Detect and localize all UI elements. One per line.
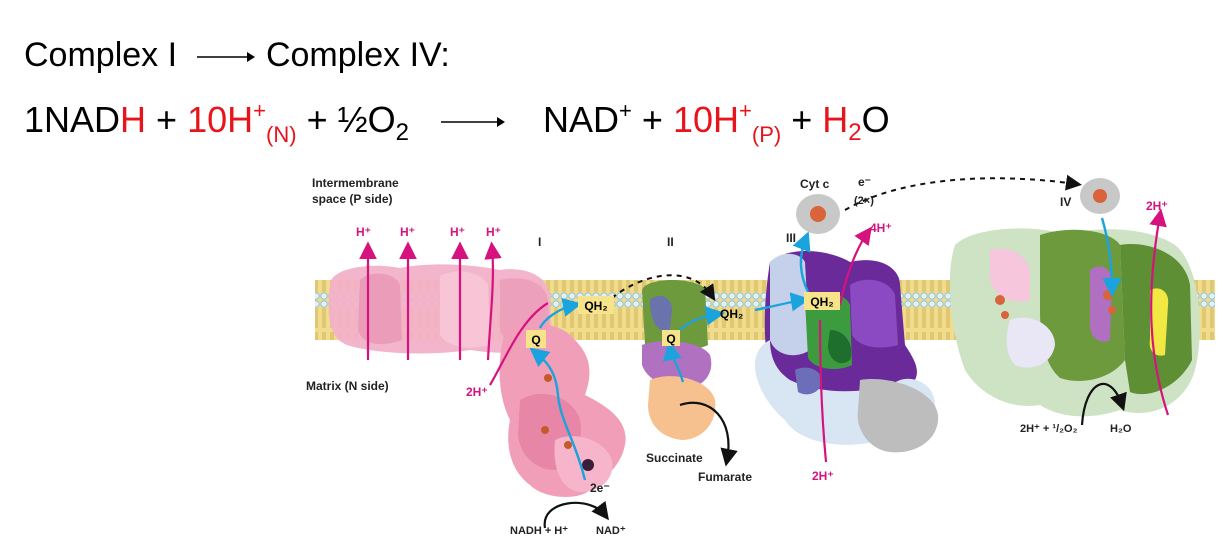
two-h-plus-label-complex-i: 2H⁺ bbox=[466, 385, 488, 399]
two-h-plus-label-complex-iii: 2H⁺ bbox=[812, 469, 834, 483]
fumarate-label: Fumarate bbox=[698, 470, 752, 484]
h-plus-label: H⁺ bbox=[486, 225, 501, 239]
two-h-plus-label-complex-iv: 2H⁺ bbox=[1146, 199, 1168, 213]
electron-label: e⁻ bbox=[858, 175, 871, 189]
succinate-label: Succinate bbox=[646, 451, 703, 465]
complex-iii-label: III bbox=[786, 231, 796, 245]
nadh-label: NADH + H⁺ bbox=[510, 525, 568, 537]
four-h-plus-label: 4H⁺ bbox=[870, 221, 892, 235]
matrix-label: Matrix (N side) bbox=[306, 379, 389, 393]
complex-ii-shape bbox=[642, 280, 715, 440]
h-plus-label: H⁺ bbox=[450, 225, 465, 239]
ims-label-line-1: Intermembrane bbox=[312, 176, 399, 190]
qh2-label: QH₂ bbox=[584, 299, 607, 313]
ims-label-line-2: space (P side) bbox=[312, 192, 392, 206]
h-plus-label: H⁺ bbox=[356, 225, 371, 239]
complex-iv-shape bbox=[950, 228, 1200, 416]
complex-iv-label: IV bbox=[1060, 195, 1071, 209]
cyt-c-molecule-iv bbox=[1080, 178, 1120, 214]
cyt-c-label: Cyt c bbox=[800, 177, 830, 191]
q-label: Q bbox=[531, 333, 540, 347]
qh2-label-complex-ii: QH₂ bbox=[720, 307, 743, 321]
h-plus-label: H⁺ bbox=[400, 225, 415, 239]
q-box-complex-ii: Q bbox=[662, 330, 680, 346]
q-box-complex-i: Q bbox=[526, 330, 546, 348]
complex-i-label: I bbox=[538, 235, 541, 249]
oxygen-reaction-label: 2H⁺ + ¹/₂O₂ bbox=[1020, 423, 1078, 435]
complex-ii-label: II bbox=[667, 235, 674, 249]
qh2-box-complex-i: QH₂ bbox=[578, 296, 614, 314]
nad-plus-label: NAD⁺ bbox=[596, 525, 626, 537]
two-x-label: (2×) bbox=[854, 195, 874, 207]
water-label: H₂O bbox=[1110, 423, 1132, 435]
qh2-label: QH₂ bbox=[810, 295, 833, 309]
qh2-box-complex-iii: QH₂ bbox=[804, 292, 840, 310]
q-label: Q bbox=[666, 332, 675, 346]
cyt-c-molecule bbox=[796, 194, 840, 234]
two-electron-label: 2e⁻ bbox=[590, 481, 610, 495]
